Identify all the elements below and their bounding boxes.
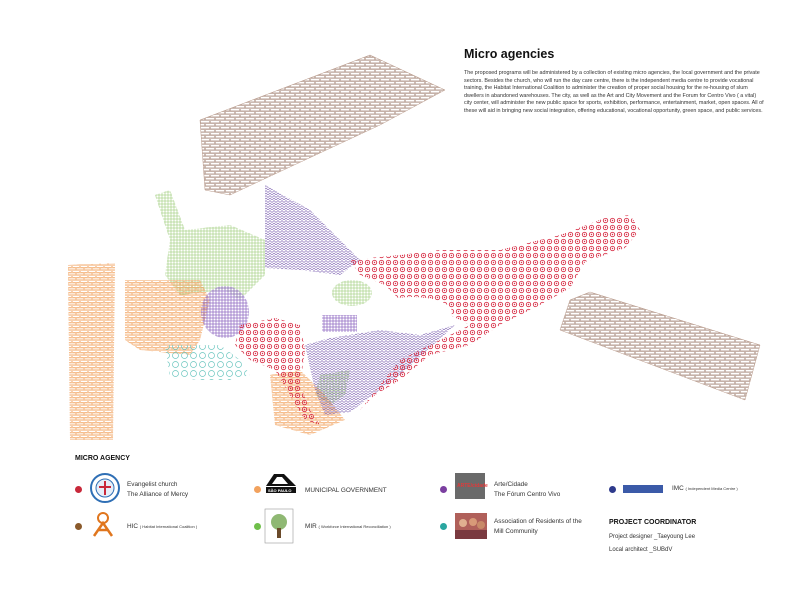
- church-color-dot: [75, 486, 82, 493]
- imc-logo: [623, 485, 663, 493]
- purple-block: [322, 315, 357, 332]
- hic-logo: [92, 512, 114, 537]
- red-zone-west: [235, 318, 320, 425]
- green-zone-left: [155, 190, 265, 300]
- legend-church: Evangelist church The Alliance of Mercy: [127, 481, 189, 498]
- legend-title: MICRO AGENCY: [75, 455, 130, 462]
- mir-logo: [264, 508, 294, 544]
- arte-cidade-logo: ARTE/cidade: [455, 473, 488, 499]
- site-plan-map: [68, 54, 761, 440]
- legend-municipal: MUNICIPAL GOVERNMENT: [305, 487, 387, 494]
- coordinator-title: PROJECT COORDINATOR: [609, 519, 697, 526]
- orange-building-mid: [125, 280, 210, 355]
- municipal-color-dot: [254, 486, 261, 493]
- orange-building-left: [68, 263, 115, 440]
- purple-zone-south: [305, 325, 455, 415]
- page-title: Micro agencies: [464, 47, 555, 61]
- purple-zone-north: [265, 185, 360, 275]
- brick-building-top: [199, 54, 446, 196]
- residents-color-dot: [440, 523, 447, 530]
- red-zone-main: [350, 215, 640, 410]
- mir-color-dot: [254, 523, 261, 530]
- arte-color-dot: [440, 486, 447, 493]
- sao-paulo-logo-text: SÃO PAULO: [268, 488, 292, 493]
- teal-zone: [165, 345, 250, 380]
- residents-photo: [455, 513, 487, 539]
- legend-imc: IMC ( Independent Media Centre ): [672, 485, 738, 492]
- legend-residents: Association of Residents of the Mill Com…: [494, 518, 582, 535]
- sao-paulo-logo: [266, 474, 296, 493]
- brick-building-right: [559, 291, 761, 401]
- imc-color-dot: [609, 486, 616, 493]
- hic-color-dot: [75, 523, 82, 530]
- legend-mir: MIR ( Workforce International Reconcilia…: [305, 523, 391, 530]
- purple-blob: [201, 286, 249, 338]
- coordinator-architect: Local architect _SUBdV: [609, 547, 673, 553]
- legend-arte: Arte/Cidade The Fórum Centro Vivo: [494, 481, 561, 498]
- coordinator-designer: Project designer _Taeyoung Lee: [609, 534, 696, 540]
- legend-hic: HIC ( Habitat International Coalition ): [127, 523, 198, 530]
- description-text: The proposed programs will be administer…: [464, 70, 764, 114]
- green-zone-center: [332, 280, 372, 306]
- alliance-of-mercy-logo: [90, 473, 120, 503]
